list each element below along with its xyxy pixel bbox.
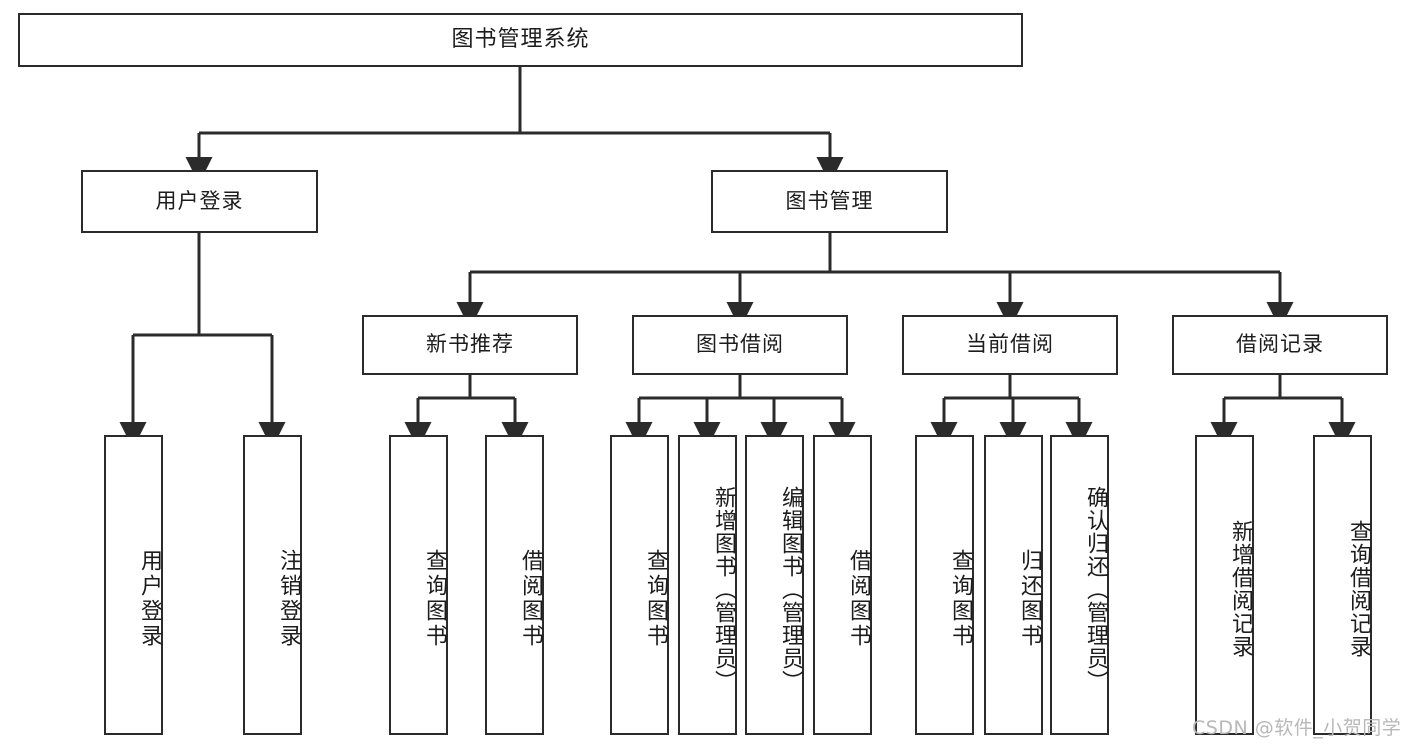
leaf-label: 确认归还（管理员）: [1083, 485, 1108, 693]
leaf-label: 新增图书（管理员）: [711, 485, 736, 693]
node-book-management[interactable]: 图书管理: [711, 170, 948, 233]
leaf-label: 查询图书: [643, 549, 668, 649]
node-label: 新书推荐: [426, 332, 514, 357]
node-label: 图书管理: [785, 188, 874, 213]
leaf-label: 编辑图书（管理员）: [778, 485, 803, 693]
node-new-book-recommend[interactable]: 新书推荐: [362, 315, 578, 375]
leaf-bookborrow-add-book-admin[interactable]: 新增图书（管理员）: [678, 435, 737, 735]
leaf-bookborrow-edit-book-admin[interactable]: 编辑图书（管理员）: [745, 435, 804, 735]
leaf-label: 用户登录: [137, 549, 162, 649]
node-label: 图书借阅: [696, 332, 784, 357]
leaf-logout[interactable]: 注销登录: [243, 435, 302, 735]
leaf-label: 借阅图书: [846, 549, 871, 649]
leaf-label: 新增借阅记录: [1228, 520, 1253, 658]
leaf-bookborrow-borrow-book[interactable]: 借阅图书: [813, 435, 872, 735]
node-label: 图书管理系统: [451, 26, 590, 52]
node-user-login[interactable]: 用户登录: [81, 170, 318, 233]
leaf-label: 借阅图书: [518, 549, 543, 649]
leaf-user-login[interactable]: 用户登录: [104, 435, 163, 735]
leaf-currentborrow-return-book[interactable]: 归还图书: [984, 435, 1043, 735]
leaf-borrowrecord-add-record[interactable]: 新增借阅记录: [1195, 435, 1254, 735]
node-label: 用户登录: [155, 188, 244, 213]
leaf-label: 查询图书: [948, 549, 973, 649]
node-book-borrow[interactable]: 图书借阅: [632, 315, 848, 375]
leaf-label: 归还图书: [1017, 549, 1042, 649]
node-borrow-record[interactable]: 借阅记录: [1172, 315, 1388, 375]
leaf-label: 注销登录: [276, 549, 301, 649]
node-label: 借阅记录: [1236, 332, 1324, 357]
leaf-label: 查询借阅记录: [1346, 520, 1371, 658]
leaf-label: 查询图书: [422, 549, 447, 649]
leaf-bookborrow-query-book[interactable]: 查询图书: [610, 435, 669, 735]
leaf-newbook-query-book[interactable]: 查询图书: [389, 435, 448, 735]
node-current-borrow[interactable]: 当前借阅: [902, 315, 1118, 375]
node-root-book-management-system[interactable]: 图书管理系统: [18, 13, 1023, 67]
watermark-text: CSDN @软件_小贺同学: [1192, 717, 1402, 739]
node-label: 当前借阅: [966, 332, 1054, 357]
leaf-newbook-borrow-book[interactable]: 借阅图书: [485, 435, 544, 735]
leaf-borrowrecord-query-record[interactable]: 查询借阅记录: [1313, 435, 1372, 735]
leaf-currentborrow-query-book[interactable]: 查询图书: [915, 435, 974, 735]
leaf-currentborrow-confirm-return-admin[interactable]: 确认归还（管理员）: [1050, 435, 1109, 735]
